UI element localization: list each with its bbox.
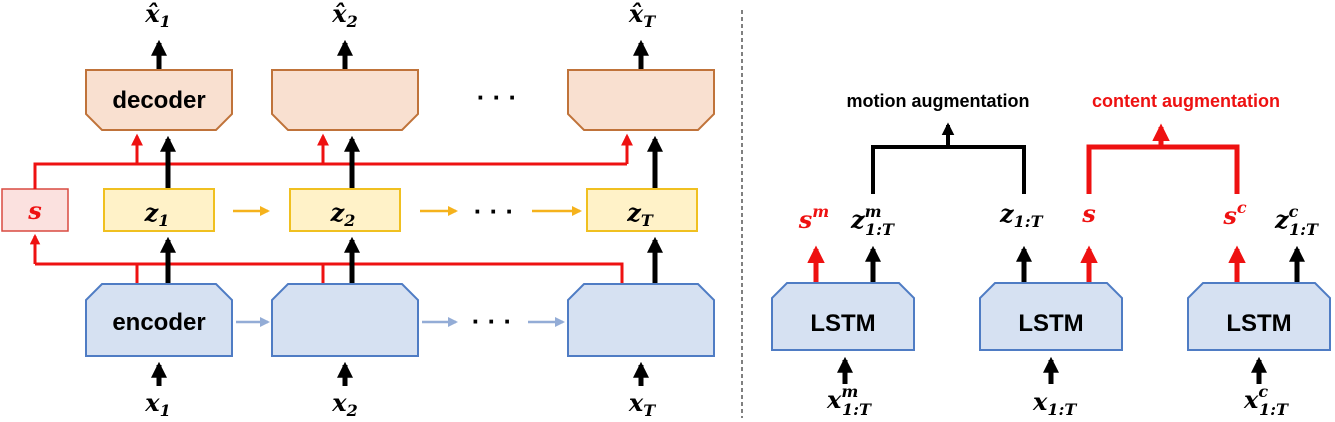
s-distribute-lines	[33, 133, 633, 189]
z-label-2: z2	[330, 198, 356, 230]
z-label: z1:T	[999, 199, 1044, 231]
s-box	[1, 188, 69, 232]
lstm-label-2: LSTM	[1018, 310, 1083, 337]
xhat-label-2: x̂2	[331, 0, 357, 31]
sm-label: sm	[798, 202, 829, 234]
lstm-label-3: LSTM	[1226, 310, 1291, 337]
decoder-ellipsis: · · ·	[477, 82, 517, 112]
z-box-1	[103, 188, 215, 232]
x-label-1: x1	[144, 388, 170, 420]
motion-bracket	[871, 122, 1026, 194]
z-box-2	[289, 188, 401, 232]
z-label-1: z1	[144, 198, 170, 230]
x-input-label: x1:T	[1032, 387, 1077, 419]
z-ellipsis: · · ·	[474, 196, 514, 226]
decoder-label: decoder	[112, 87, 205, 114]
decoder-2	[271, 69, 419, 131]
lstm-label-1: LSTM	[810, 310, 875, 337]
s-label: s	[27, 196, 42, 225]
x-label-2: x2	[331, 388, 357, 420]
encoder-label: encoder	[112, 309, 205, 336]
z-label-T: zT	[626, 198, 654, 230]
xhat-label-1: x̂1	[144, 0, 170, 31]
left-panel: decoder encoder	[1, 0, 715, 420]
encoder-3	[567, 283, 715, 357]
lstm-box-3	[1187, 282, 1331, 351]
s-collect-lines	[29, 233, 624, 283]
content-bracket	[1086, 123, 1240, 194]
lstm-input-arrows	[836, 356, 1268, 384]
encoder-1	[85, 283, 233, 357]
lstm-output-arrows-red	[807, 245, 1246, 282]
s-label-right: s	[1081, 199, 1096, 228]
right-panel: LSTM LSTM LSTM mo	[771, 91, 1331, 419]
lstm-box-2	[979, 282, 1123, 351]
motion-augmentation-label: motion augmentation	[847, 91, 1030, 111]
encoder-2	[271, 283, 419, 357]
encoder-ellipsis: · · ·	[472, 306, 512, 336]
sc-label: sc	[1222, 198, 1247, 230]
content-augmentation-label: content augmentation	[1092, 91, 1280, 111]
xhat-label-T: x̂T	[628, 0, 656, 31]
lstm-output-arrows-black	[864, 245, 1306, 282]
decoder-3	[567, 69, 715, 131]
x-label-T: xT	[628, 388, 656, 420]
z-box-3	[586, 188, 698, 232]
lstm-box-1	[771, 282, 915, 351]
left-black-arrows	[150, 39, 664, 386]
decoder-1	[85, 69, 233, 131]
